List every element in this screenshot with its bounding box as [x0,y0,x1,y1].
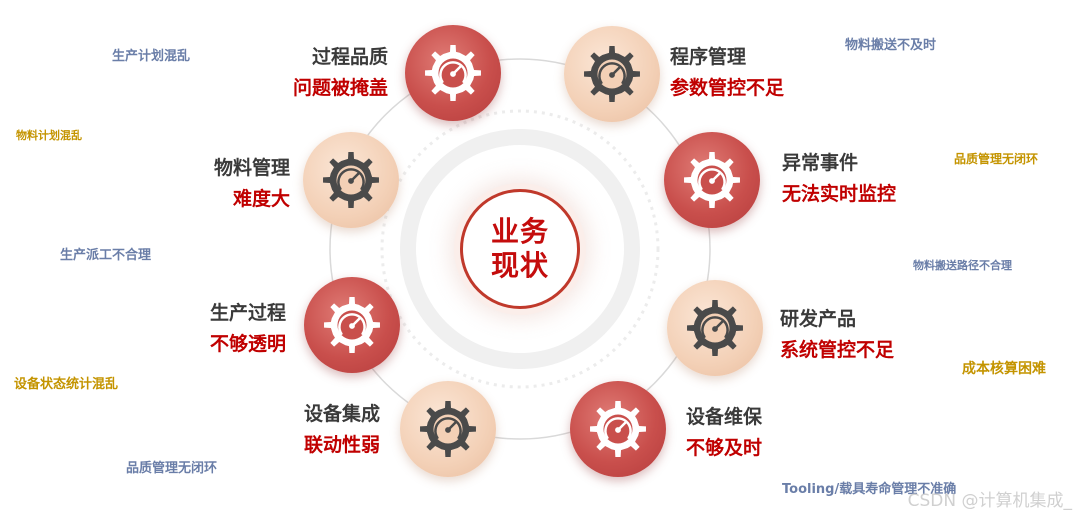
node-issue: 联动性弱 [303,434,380,456]
node-title: 设备集成 [303,403,380,425]
side-label: Tooling/载具寿命管理不准确 [782,482,957,497]
label-abnormal-events: 异常事件 无法实时监控 [782,148,922,210]
side-label: 品质管理无闭环 [126,461,218,476]
side-label: 设备状态统计混乱 [14,377,119,392]
side-label: 品质管理无闭环 [954,152,1039,166]
label-equipment-maintenance: 设备维保 不够及时 [686,402,826,464]
center-title-line2: 现状 [490,249,549,282]
side-label: 生产派工不合理 [60,248,152,263]
node-program-management[interactable] [564,26,660,122]
label-material-management: 物料管理 难度大 [150,153,290,215]
node-title: 异常事件 [782,152,859,174]
label-process-quality: 过程品质 问题被掩盖 [248,42,388,104]
gear-gauge-icon [324,297,380,353]
node-title: 过程品质 [311,46,388,68]
label-production-process: 生产过程 不够透明 [146,298,286,360]
gear-gauge-icon [687,300,743,356]
node-issue: 难度大 [232,188,290,210]
node-issue: 不够透明 [209,333,286,355]
gear-gauge-icon [590,401,646,457]
node-title: 物料管理 [213,157,290,179]
label-rd-products: 研发产品 系统管控不足 [780,304,920,366]
node-abnormal-events[interactable] [664,132,760,228]
node-title: 生产过程 [209,302,286,324]
node-equipment-integration[interactable] [400,381,496,477]
node-issue: 不够及时 [686,437,763,459]
node-process-quality[interactable] [405,25,501,121]
node-issue: 参数管控不足 [670,77,785,99]
node-production-process[interactable] [304,277,400,373]
gear-gauge-icon [420,401,476,457]
side-label: 生产计划混乱 [112,49,191,64]
center-title-line1: 业务 [490,215,549,248]
gear-gauge-icon [684,152,740,208]
side-label: 物料计划混乱 [16,129,82,142]
gear-gauge-icon [323,152,379,208]
node-title: 程序管理 [670,46,747,68]
label-equipment-integration: 设备集成 联动性弱 [240,399,380,461]
gear-gauge-icon [584,46,640,102]
side-label: 物料搬送不及时 [845,38,937,53]
side-label: 物料搬送路径不合理 [913,259,1012,272]
watermark: CSDN @计算机集成_ [907,491,1072,511]
gear-gauge-icon [425,45,481,101]
node-title: 研发产品 [780,308,857,330]
node-rd-products[interactable] [667,280,763,376]
node-issue: 问题被掩盖 [292,77,388,99]
center-circle: 业务 现状 [460,189,580,309]
node-issue: 无法实时监控 [782,183,897,205]
side-label: 成本核算困难 [962,361,1046,377]
node-title: 设备维保 [686,406,763,428]
node-issue: 系统管控不足 [780,339,895,361]
node-equipment-maintenance[interactable] [570,381,666,477]
label-program-management: 程序管理 参数管控不足 [670,42,810,104]
node-material-management[interactable] [303,132,399,228]
